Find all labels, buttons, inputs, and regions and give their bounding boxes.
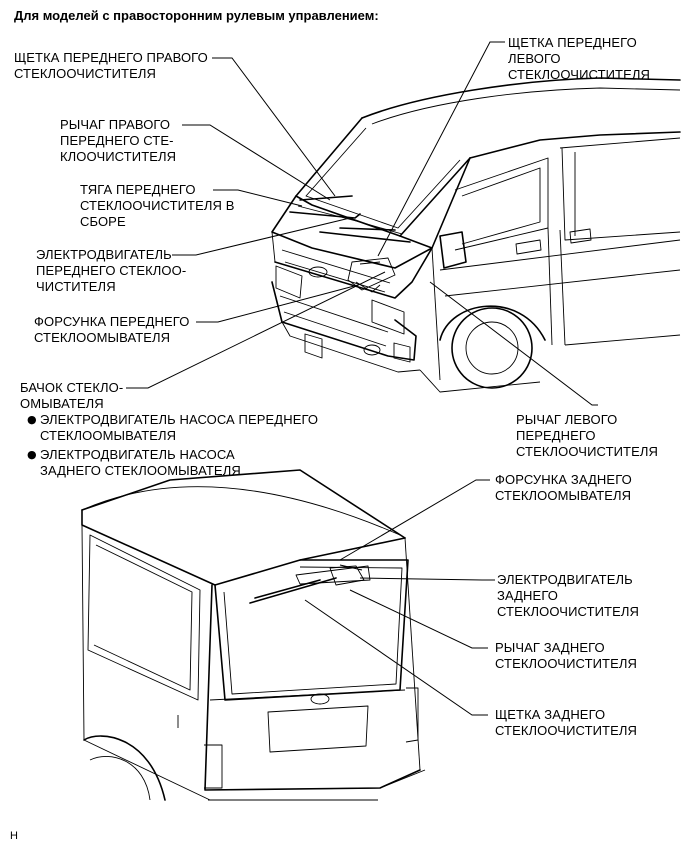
label-rear-motor: ЭЛЕКТРОДВИГАТЕЛЬ ЗАДНЕГО СТЕКЛООЧИСТИТЕЛ… <box>497 572 639 619</box>
label-rear-pump-motor: ЭЛЕКТРОДВИГАТЕЛЬ НАСОСА ЗАДНЕГО СТЕКЛООМ… <box>40 447 241 478</box>
label-front-nozzle: ФОРСУНКА ПЕРЕДНЕГО СТЕКЛООМЫВАТЕЛЯ <box>34 314 190 345</box>
label-rear-arm: РЫЧАГ ЗАДНЕГО СТЕКЛООЧИСТИТЕЛЯ <box>495 640 637 671</box>
bullet-icon: ● <box>27 413 37 426</box>
leader-lines <box>126 41 598 716</box>
label-front-right-blade: ЩЕТКА ПЕРЕДНЕГО ПРАВОГО СТЕКЛООЧИСТИТЕЛЯ <box>14 50 208 81</box>
front-van-drawing <box>271 77 681 393</box>
diagram-code: H <box>10 830 18 842</box>
label-front-left-arm: РЫЧАГ ЛЕВОГО ПЕРЕДНЕГО СТЕКЛООЧИСТИТЕЛЯ <box>516 412 658 459</box>
bullet-icon: ● <box>27 448 37 461</box>
rear-van-drawing <box>81 469 426 801</box>
page-title: Для моделей с правосторонним рулевым упр… <box>14 8 379 23</box>
label-front-link: ТЯГА ПЕРЕДНЕГО СТЕКЛООЧИСТИТЕЛЯ В СБОРЕ <box>80 182 235 229</box>
label-rear-nozzle: ФОРСУНКА ЗАДНЕГО СТЕКЛООМЫВАТЕЛЯ <box>495 472 632 503</box>
label-front-right-arm: РЫЧАГ ПРАВОГО ПЕРЕДНЕГО СТЕ- КЛООЧИСТИТЕ… <box>60 117 177 164</box>
label-washer-tank: БАЧОК СТЕКЛО- ОМЫВАТЕЛЯ <box>20 380 124 411</box>
label-front-motor: ЭЛЕКТРОДВИГАТЕЛЬ ПЕРЕДНЕГО СТЕКЛОО- ЧИСТ… <box>36 247 187 294</box>
label-front-left-blade: ЩЕТКА ПЕРЕДНЕГО ЛЕВОГО СТЕКЛООЧИСТИТЕЛЯ <box>508 35 650 82</box>
label-front-pump-motor: ЭЛЕКТРОДВИГАТЕЛЬ НАСОСА ПЕРЕДНЕГО СТЕКЛО… <box>40 412 319 443</box>
label-rear-blade: ЩЕТКА ЗАДНЕГО СТЕКЛООЧИСТИТЕЛЯ <box>495 707 637 738</box>
